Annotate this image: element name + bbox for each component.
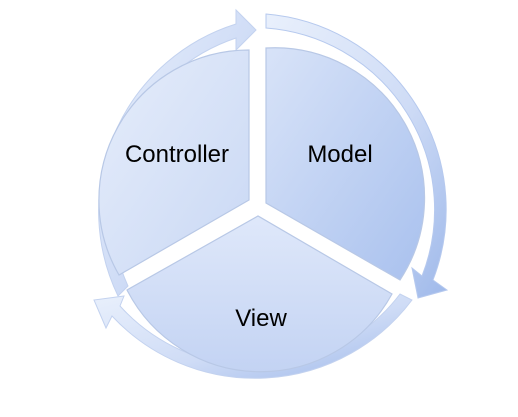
segment-controller (98, 49, 250, 276)
controller-label: Controller (125, 141, 229, 168)
segment-model (265, 47, 426, 281)
view-label: View (235, 305, 287, 332)
segment-view (126, 215, 393, 373)
cycle-arrow-model-to-view (265, 13, 449, 299)
model-label: Model (307, 141, 372, 168)
